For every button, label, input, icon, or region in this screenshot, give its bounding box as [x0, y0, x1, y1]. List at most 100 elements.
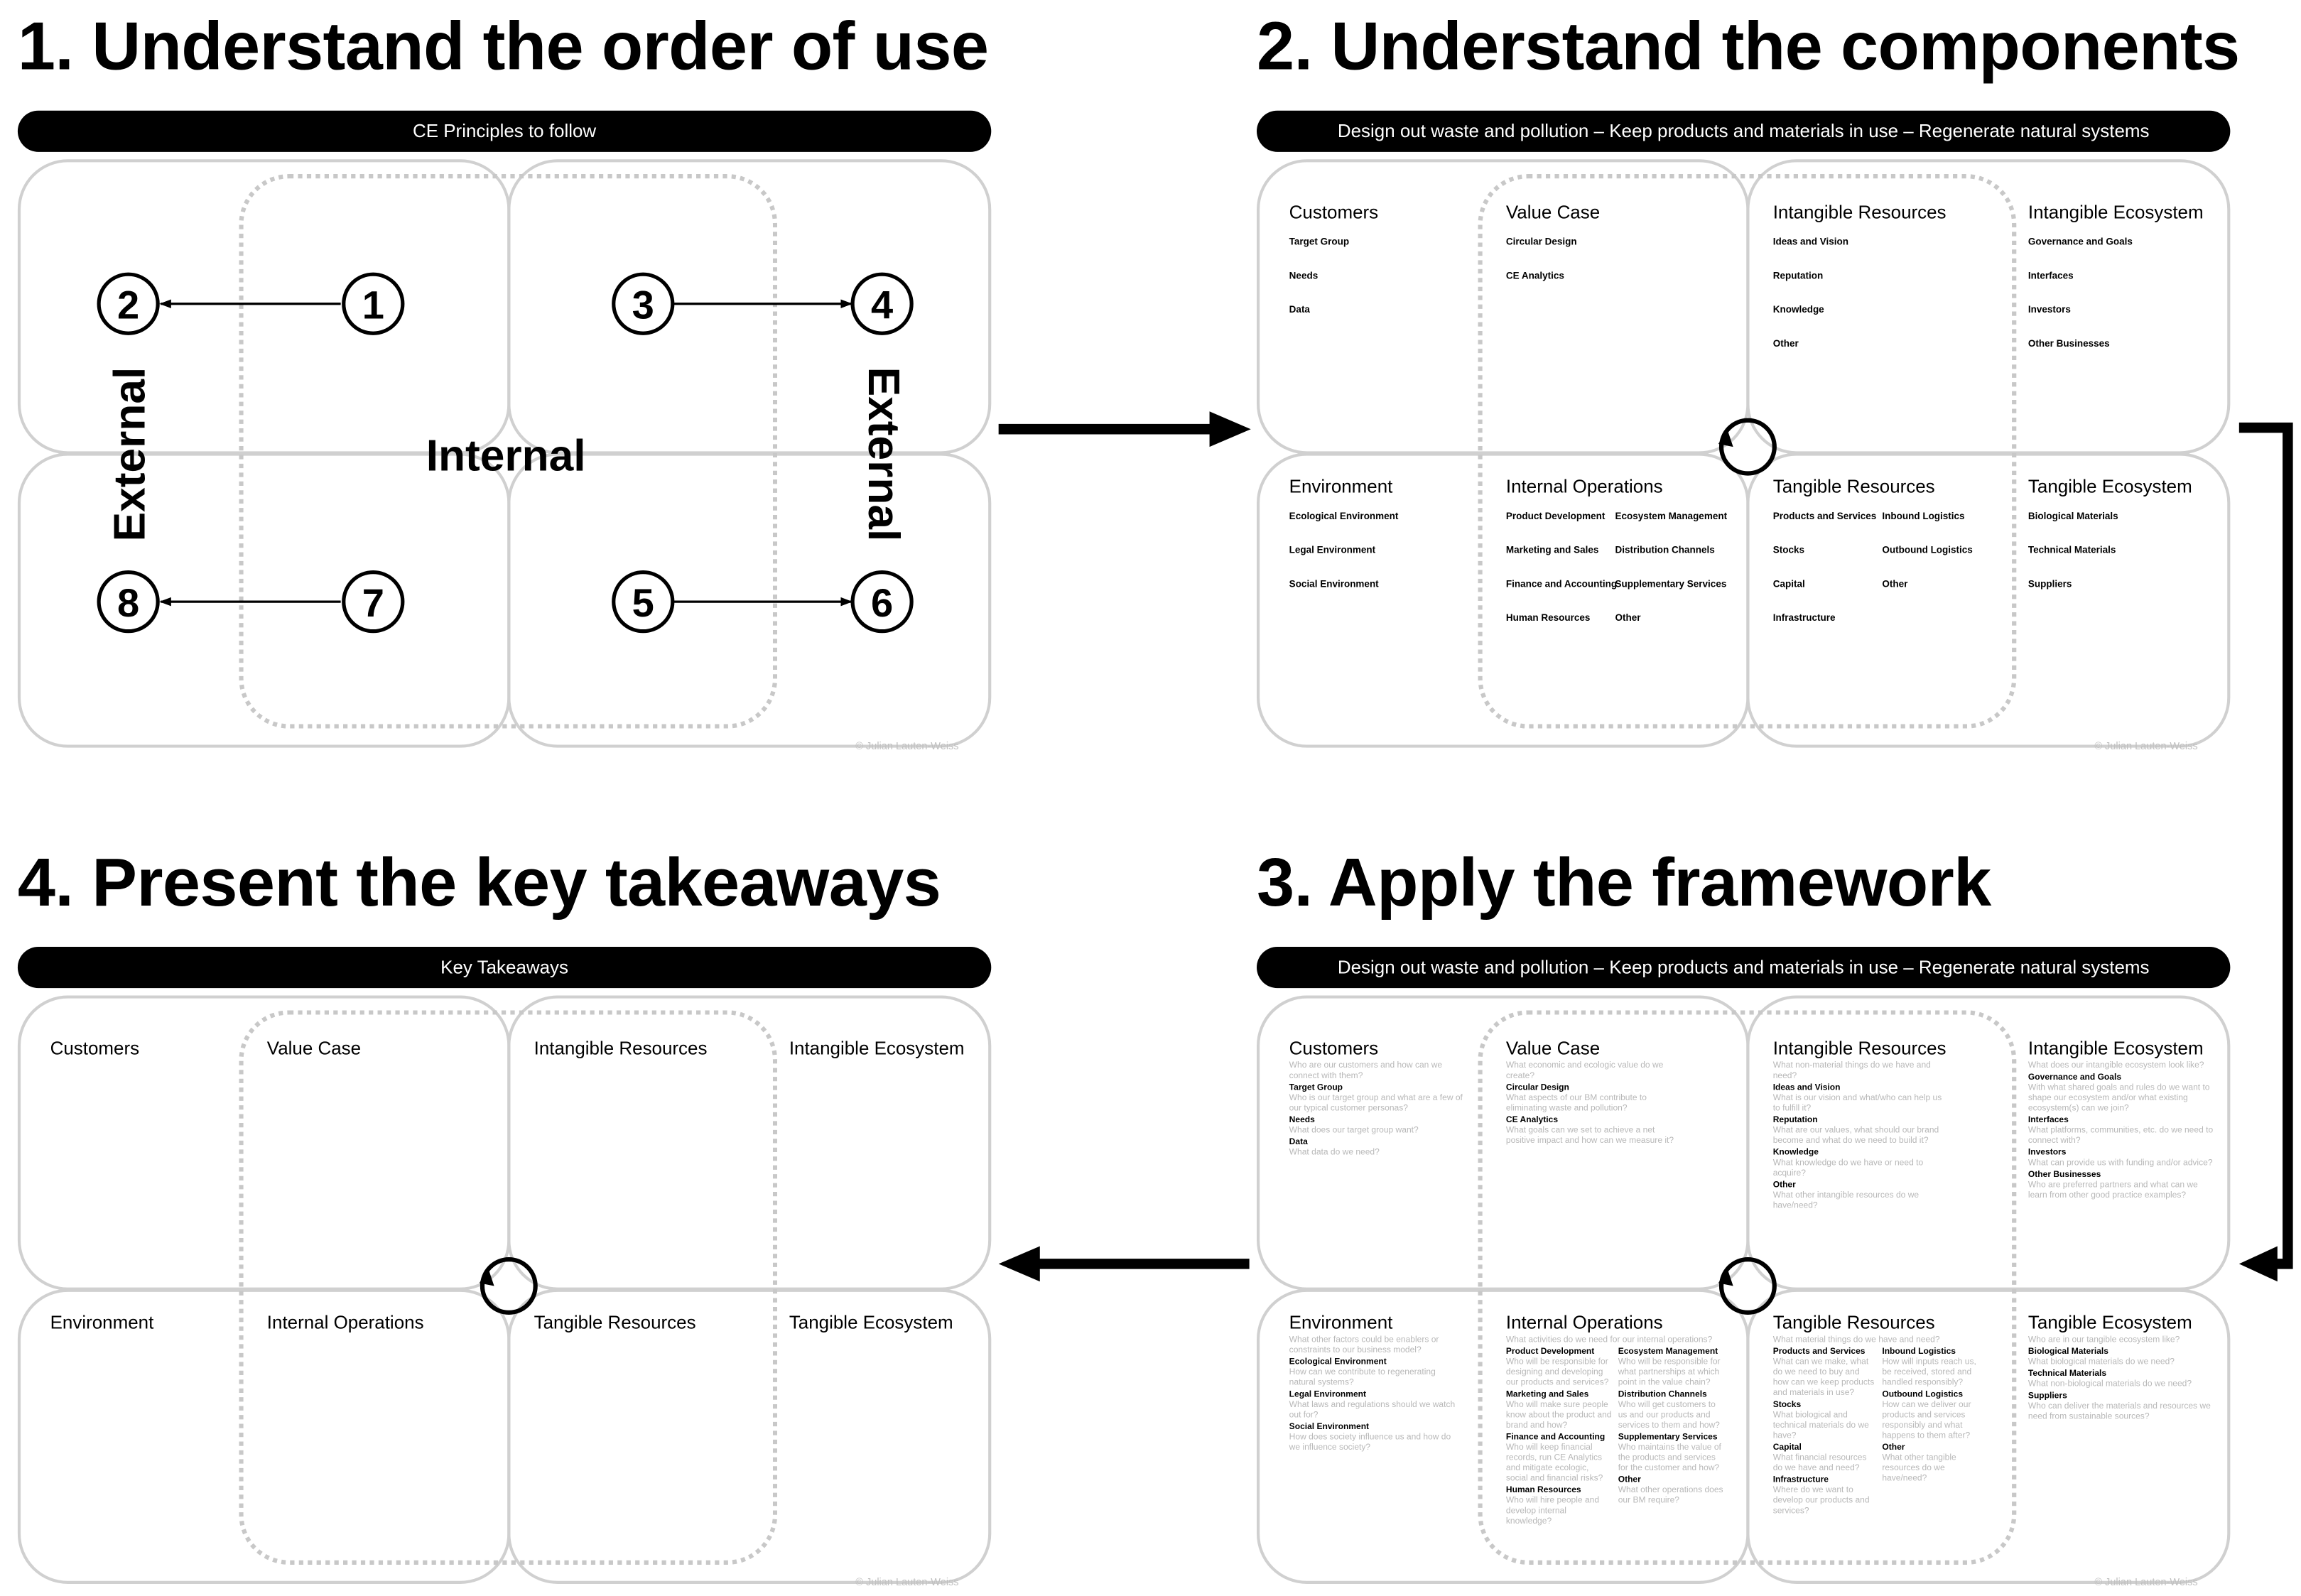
internal-zone [239, 174, 778, 729]
question: What activities do we need for our inter… [1505, 1336, 1713, 1345]
external-right-label: External [859, 367, 908, 542]
tangible-resources-cell: Tangible Resources What material things … [1773, 1313, 1994, 1518]
item: Stocks [1772, 1401, 1802, 1410]
canvas-block [1746, 452, 2231, 748]
customers-cell: Customers Who are our customers and how … [1289, 1038, 1463, 1159]
item: Human Resources [1505, 613, 1591, 624]
item: Inbound Logistics [1882, 511, 1965, 523]
takeaways-panel: Key Takeaways Customers Value Case Intan… [17, 946, 992, 1596]
canvas-block [1746, 995, 2231, 1291]
internal-zone [239, 1010, 778, 1565]
question: Who can deliver the materials and resour… [2027, 1402, 2211, 1422]
copyright: © Julian Lauten-Weiss [2094, 1578, 2198, 1589]
question: What knowledge do we have or need to acq… [1772, 1158, 1924, 1178]
framework-panel: Design out waste and pollution – Keep pr… [1257, 946, 2231, 1596]
item: Infrastructure [1772, 1476, 1829, 1485]
node-1 [342, 272, 405, 335]
question: What biological and technical materials … [1772, 1411, 1869, 1441]
item: Infrastructure [1772, 613, 1836, 624]
item: Target Group [1289, 1084, 1343, 1093]
item: Distribution Channels [1615, 545, 1715, 556]
item: Human Resources [1505, 1486, 1581, 1496]
intangible-ecosystem-cell: Intangible Ecosystem Governance and Goal… [2028, 202, 2204, 373]
item: Technical Materials [2027, 1369, 2107, 1379]
item: Investors [2027, 305, 2071, 316]
item: Biological Materials [2027, 1347, 2108, 1357]
components-panel: Design out waste and pollution – Keep pr… [1257, 110, 2231, 760]
item: Governance and Goals [2027, 1073, 2122, 1083]
item: Data [1289, 1138, 1308, 1148]
question: With what shared goals and rules do we w… [2027, 1084, 2210, 1114]
item: Product Development [1505, 511, 1606, 523]
item: Ecosystem Management [1618, 1347, 1718, 1357]
item: Interfaces [2027, 271, 2074, 282]
question: How can we deliver our products and serv… [1882, 1401, 1971, 1441]
cell-title: Tangible Ecosystem [789, 1312, 953, 1333]
node-8 [97, 570, 160, 634]
cycle-icon [1718, 418, 1777, 476]
question: What material things do we have and need… [1772, 1336, 1940, 1345]
value-case-cell: Value Case Circular Design CE Analytics [1506, 202, 1600, 305]
question: What non-material things do we have and … [1772, 1061, 1931, 1081]
canvas-block [1746, 159, 2231, 455]
question: What laws and regulations should we watc… [1289, 1401, 1456, 1421]
cell-title: Environment [1289, 1312, 1393, 1333]
question: Who will be responsible for designing an… [1505, 1358, 1609, 1388]
question: What are our values, what should our bra… [1772, 1127, 1939, 1146]
cell-title: Tangible Ecosystem [2027, 476, 2192, 497]
internal-label: Internal [426, 431, 586, 480]
item: Suppliers [2027, 579, 2072, 590]
item: Social Environment [1289, 579, 1379, 590]
tangible-ecosystem-cell: Tangible Ecosystem Biological Materials … [2028, 477, 2192, 614]
cell-title: Intangible Resources [534, 1038, 708, 1059]
item: Biological Materials [2027, 511, 2118, 523]
cell-title: Tangible Ecosystem [2027, 1312, 2192, 1333]
item: Other Businesses [2027, 1171, 2101, 1180]
cell-title: Environment [50, 1312, 154, 1333]
canvas-block [507, 995, 992, 1291]
node-5 [612, 570, 675, 634]
cell-title: Customers [1289, 1038, 1379, 1059]
question: Who are in our tangible ecosystem like? [2027, 1336, 2180, 1345]
cell-title: Value Case [1505, 202, 1601, 223]
tangible-ecosystem-cell: Tangible Ecosystem Who are in our tangib… [2028, 1313, 2217, 1423]
step-2-title: 2. Understand the components [1257, 7, 2240, 85]
canvas-block [507, 452, 992, 748]
cell-title: Value Case [266, 1038, 362, 1059]
question: What aspects of our BM contribute to eli… [1505, 1094, 1647, 1114]
question: What economic and ecologic value do we c… [1505, 1061, 1664, 1081]
item: Other [1882, 1443, 1905, 1453]
item: Product Development [1505, 1347, 1595, 1357]
item: Stocks [1772, 545, 1804, 556]
cell-title: Environment [1289, 476, 1393, 497]
environment-cell: Environment [50, 1313, 154, 1348]
value-case-cell: Value Case [267, 1038, 361, 1074]
item: Other Businesses [2027, 339, 2110, 350]
node-8-label: 8 [117, 580, 139, 625]
item: Investors [2027, 1149, 2067, 1158]
intangible-resources-cell: Intangible Resources [534, 1038, 708, 1074]
principles-bar: Design out waste and pollution – Keep pr… [1257, 946, 2231, 989]
item: Other [1882, 579, 1908, 590]
node-2-label: 2 [117, 282, 139, 327]
item: CE Analytics [1505, 271, 1564, 282]
cell-title: Tangible Resources [1772, 476, 1935, 497]
node-1-label: 1 [362, 282, 384, 327]
question: How will inputs reach us, be received, s… [1882, 1358, 1976, 1388]
question: Who will hire people and develop interna… [1505, 1497, 1600, 1526]
item: Other [1772, 1181, 1796, 1190]
question: What other tangible resources do we have… [1882, 1454, 1956, 1484]
item: Capital [1772, 1443, 1802, 1453]
question: Who are preferred partners and what can … [2027, 1181, 2198, 1201]
item: Governance and Goals [2027, 237, 2133, 248]
node-4-label: 4 [871, 282, 893, 327]
cell-title: Tangible Resources [534, 1312, 696, 1333]
cell-title: Intangible Ecosystem [789, 1038, 965, 1059]
internal-operations-cell: Internal Operations [267, 1313, 424, 1348]
item: Ecological Environment [1289, 1358, 1387, 1367]
question: What does our target group want? [1289, 1127, 1419, 1136]
item: Finance and Accounting [1505, 1433, 1606, 1443]
external-left-label: External [105, 367, 154, 542]
node-4 [850, 272, 914, 335]
node-3 [612, 272, 675, 335]
